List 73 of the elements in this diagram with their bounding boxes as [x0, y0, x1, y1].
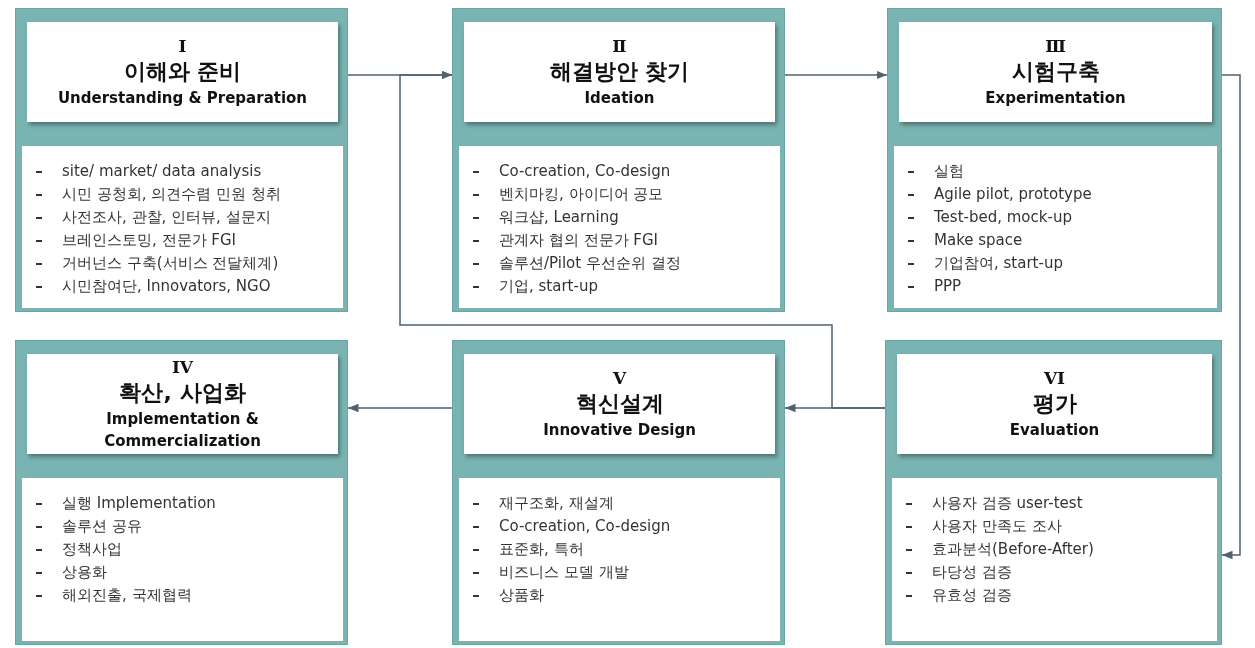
- roman-numeral: VI: [1043, 367, 1066, 389]
- list-item: Test-bed, mock-up: [904, 206, 1207, 229]
- list-item: PPP: [904, 275, 1207, 298]
- list-item: Agile pilot, prototype: [904, 183, 1207, 206]
- list-item: 솔루션 공유: [32, 515, 333, 538]
- list-item: 기업, start-up: [469, 275, 770, 298]
- list-item: 솔루션/Pilot 우선순위 결정: [469, 252, 770, 275]
- list-item: 기업참여, start-up: [904, 252, 1207, 275]
- header-card: [899, 22, 1212, 122]
- stage-subtitle: Evaluation: [1009, 420, 1100, 441]
- list-item: 유효성 검증: [902, 584, 1207, 607]
- arrow: [784, 70, 888, 80]
- list-item: 실험: [904, 160, 1207, 183]
- panel-background: [887, 8, 1222, 312]
- stage-subtitle: Ideation: [584, 88, 655, 109]
- stage-subtitle: Understanding & Preparation: [57, 88, 308, 109]
- list-item: Co-creation, Co-design: [469, 160, 770, 183]
- header-card: [897, 354, 1212, 454]
- panel-background: [15, 340, 348, 645]
- panel-background: [885, 340, 1222, 645]
- stage-subtitle: Experimentation: [985, 88, 1126, 109]
- list-item: 실행 Implementation: [32, 492, 333, 515]
- stage-title: 혁신설계: [575, 390, 664, 418]
- list-item: 사전조사, 관찰, 인터뷰, 설문지: [32, 206, 333, 229]
- roman-numeral: I: [178, 35, 187, 57]
- list-item: 효과분석(Before-After): [902, 538, 1207, 561]
- list-item: 브레인스토밍, 전문가 FGI: [32, 229, 333, 252]
- stage-title: 해결방안 찾기: [549, 58, 690, 86]
- stage-subtitle: Innovative Design: [543, 420, 696, 441]
- list-item: 벤치마킹, 아이디어 공모: [469, 183, 770, 206]
- panel-background: [452, 8, 785, 312]
- list-item: 상품화: [469, 584, 770, 607]
- stage-title: 확산, 사업화: [119, 379, 246, 407]
- stage-title: 시험구축: [1011, 58, 1100, 86]
- arrow: [399, 70, 886, 409]
- roman-numeral: Ⅱ: [612, 35, 627, 57]
- list-item: 워크샵, Learning: [469, 206, 770, 229]
- roman-numeral: V: [612, 367, 627, 389]
- list-item: 관계자 협의 전문가 FGI: [469, 229, 770, 252]
- list-item: 사용자 만족도 조사: [902, 515, 1207, 538]
- list-card: [889, 475, 1220, 644]
- panel-background: [452, 340, 785, 645]
- list-item: 사용자 검증 user-test: [902, 492, 1207, 515]
- list-item: 표준화, 특허: [469, 538, 770, 561]
- roman-numeral: Ⅲ: [1045, 35, 1066, 57]
- list-item: Co-creation, Co-design: [469, 515, 770, 538]
- header-card: [464, 22, 775, 122]
- list-item: Make space: [904, 229, 1207, 252]
- arrow: [347, 403, 453, 413]
- list-item: 상용화: [32, 561, 333, 584]
- list-item: 비즈니스 모델 개발: [469, 561, 770, 584]
- stage-title: 이해와 준비: [123, 58, 242, 86]
- list-item: 타당성 검증: [902, 561, 1207, 584]
- list-item: site/ market/ data analysis: [32, 160, 333, 183]
- list-item: 해외진출, 국제협력: [32, 584, 333, 607]
- list-item: 정책사업: [32, 538, 333, 561]
- list-item: 거버넌스 구축(서비스 전달체계): [32, 252, 333, 275]
- list-card: [456, 143, 783, 311]
- list-card: [891, 143, 1220, 311]
- header-card: [464, 354, 775, 454]
- list-card: [456, 475, 783, 644]
- header-card: [27, 354, 338, 454]
- roman-numeral: IV: [171, 356, 194, 378]
- list-card: [19, 475, 346, 644]
- list-card: [19, 143, 346, 311]
- panel-background: [15, 8, 348, 312]
- stage-title: 평가: [1032, 390, 1077, 418]
- list-item: 시민참여단, Innovators, NGO: [32, 275, 333, 298]
- list-item: 시민 공청회, 의견수렴 민원 청취: [32, 183, 333, 206]
- list-item: 재구조화, 재설계: [469, 492, 770, 515]
- arrow: [1221, 74, 1241, 560]
- stage-subtitle: Implementation & Commercialization: [103, 409, 262, 452]
- header-card: [27, 22, 338, 122]
